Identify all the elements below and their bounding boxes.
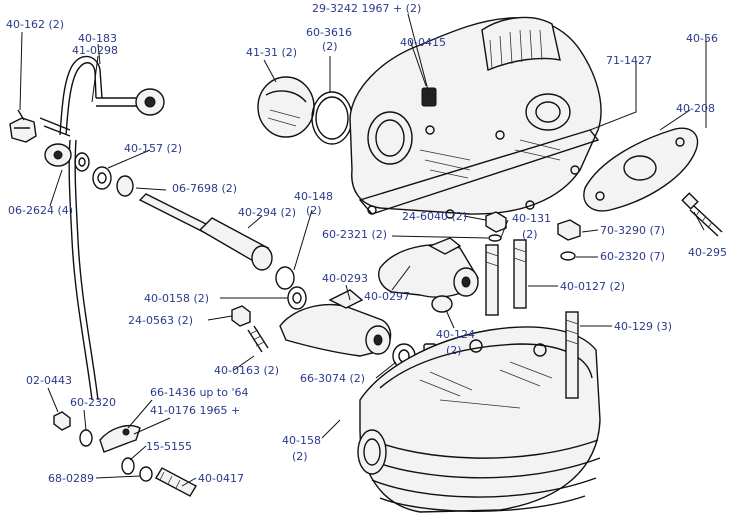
label-71-1427: 71-1427: [606, 54, 652, 67]
label-40-162: 40-162 (2): [6, 18, 64, 31]
label-40-148-qty: (2): [306, 204, 322, 217]
label-40-157: 40-157 (2): [124, 142, 182, 155]
label-40-0297: 40-0297: [364, 290, 410, 303]
label-40-124-qty: (2): [446, 344, 462, 357]
gasket-ring: [311, 91, 353, 145]
label-40-0163: 40-0163 (2): [214, 364, 279, 377]
label-40-131-qty: (2): [522, 228, 538, 241]
label-40-0293: 40-0293: [322, 272, 368, 285]
label-66-3074: 66-3074 (2): [300, 372, 365, 385]
label-40-0127: 40-0127 (2): [560, 280, 625, 293]
label-40-294: 40-294 (2): [238, 206, 296, 219]
nut-and-washer-mid: [485, 211, 507, 242]
studs-40-0127: [485, 239, 527, 316]
label-60-3616: 60-3616: [306, 26, 352, 39]
rocker-box: [349, 16, 602, 219]
oil-feed-pipe-assembly: [9, 55, 165, 401]
label-40-0417: 40-0417: [198, 472, 244, 485]
label-40-0158: 40-0158 (2): [144, 292, 209, 305]
label-24-6040: 24-6040 (2): [402, 210, 467, 223]
label-68-0289: 68-0289: [48, 472, 94, 485]
inspection-cap: [257, 76, 315, 138]
label-06-7698: 06-7698 (2): [172, 182, 237, 195]
label-40-129: 40-129 (3): [614, 320, 672, 333]
label-66-1436: 66-1436 up to '64: [150, 386, 248, 399]
cover-plate: [583, 127, 699, 212]
label-60-2321: 60-2321 (2): [322, 228, 387, 241]
label-41-0298: 41-0298: [72, 44, 118, 57]
label-70-3290: 70-3290 (7): [600, 224, 665, 237]
label-06-2624: 06-2624 (4): [8, 204, 73, 217]
banjo-fittings-lower: [53, 411, 197, 497]
label-40-131: 40-131: [512, 212, 551, 225]
label-02-0443: 02-0443: [26, 374, 72, 387]
washers-06-2624: [74, 152, 112, 190]
label-40-183: 40-183: [78, 32, 117, 45]
label-40-295: 40-295: [688, 246, 727, 259]
leader-lines: [19, 13, 707, 487]
label-40-158: 40-158: [282, 434, 321, 447]
label-41-0176: 41-0176 1965 +: [150, 404, 240, 417]
nut-and-washer-right: [557, 219, 581, 261]
label-60-3616-qty: (2): [322, 40, 338, 53]
label-15-5155: 15-5155: [146, 440, 192, 453]
label-40-124: 40-124: [436, 328, 475, 341]
label-60-2320: 60-2320: [70, 396, 116, 409]
rocker-arm-upper: [378, 237, 479, 313]
label-24-0563: 24-0563 (2): [128, 314, 193, 327]
cylinder-head: [357, 311, 601, 513]
label-40-0415: 40-0415: [400, 36, 446, 49]
rocker-spindle: [116, 175, 307, 310]
rocker-arm-lower: [279, 289, 392, 357]
label-41-31: 41-31 (2): [246, 46, 297, 59]
label-40-208: 40-208: [676, 102, 715, 115]
label-40-56: 40-56: [686, 32, 718, 45]
bolt-40-295: [681, 192, 723, 237]
label-40-158-qty: (2): [292, 450, 308, 463]
label-29-3242: 29-3242 1967 + (2): [312, 2, 421, 15]
label-40-148: 40-148: [294, 190, 333, 203]
part-labels: 29-3242 1967 + (2) 40-0415 40-56 40-162 …: [6, 2, 727, 485]
label-60-2320-7: 60-2320 (7): [600, 250, 665, 263]
tappet-adjuster: [231, 305, 269, 353]
